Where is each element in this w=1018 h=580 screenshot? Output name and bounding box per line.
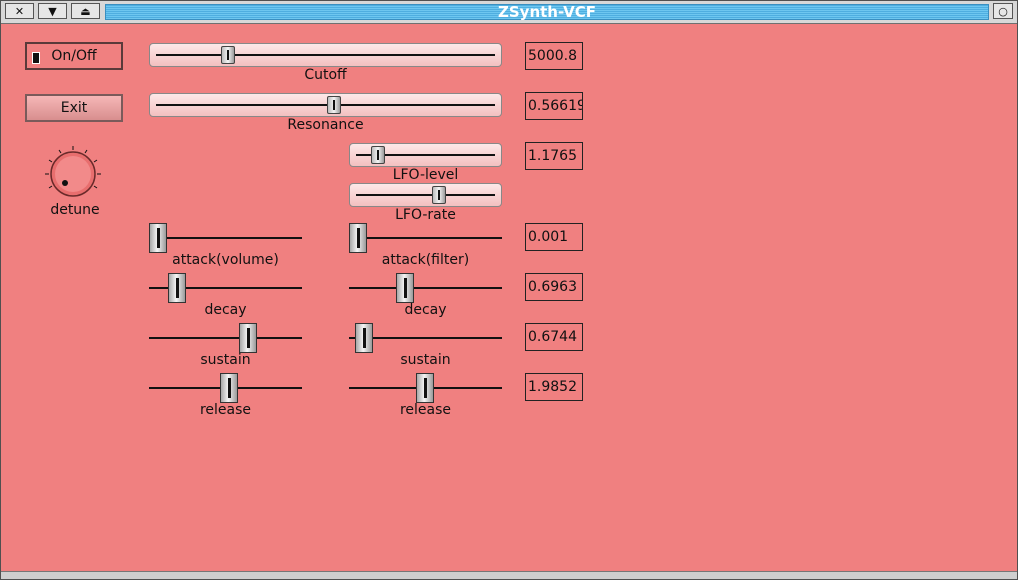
resonance-label: Resonance	[287, 117, 364, 133]
sustain-filter-label: sustain	[400, 352, 451, 368]
sustain-value: 0.6744	[525, 323, 583, 351]
sustain-volume-slider-thumb[interactable]	[239, 323, 257, 353]
window-title: ZSynth-VCF	[498, 3, 596, 21]
cutoff-label: Cutoff	[304, 67, 347, 83]
detune-knob[interactable]	[45, 146, 101, 202]
attack-filter-label: attack(filter)	[381, 252, 470, 268]
cutoff-slider-thumb[interactable]	[221, 46, 235, 64]
sustain-volume-slider[interactable]	[149, 323, 302, 353]
resonance-value: 0.56619	[525, 92, 583, 120]
lfo-level-label: LFO-level	[392, 167, 459, 183]
cutoff-value: 5000.8	[525, 42, 583, 70]
decay-volume-slider-thumb[interactable]	[168, 273, 186, 303]
release-filter-label: release	[399, 402, 452, 418]
lfo-level-value: 1.1765	[525, 142, 583, 170]
title-bar[interactable]: ✕ ▼ ⏏ ZSynth-VCF ○	[1, 1, 1017, 24]
release-value: 1.9852	[525, 373, 583, 401]
power-led-icon	[32, 52, 40, 64]
lfo-level-slider-thumb[interactable]	[371, 146, 385, 164]
decay-value: 0.6963	[525, 273, 583, 301]
decay-volume-slider[interactable]	[149, 273, 302, 303]
attack-volume-label: attack(volume)	[172, 252, 279, 268]
synth-panel: On/Off Exit detune Cutoff 5000.8	[5, 24, 1013, 569]
decay-filter-slider[interactable]	[349, 273, 502, 303]
lfo-rate-slider[interactable]	[349, 183, 502, 207]
sustain-volume-label: sustain	[200, 352, 251, 368]
exit-button[interactable]: Exit	[25, 94, 123, 122]
attack-volume-slider-thumb[interactable]	[149, 223, 167, 253]
attack-value: 0.001	[525, 223, 583, 251]
window-menu-icon[interactable]: ○	[993, 3, 1013, 19]
attack-filter-slider[interactable]	[349, 223, 502, 253]
onoff-label: On/Off	[51, 48, 97, 64]
window-bottom-border[interactable]	[1, 571, 1017, 579]
close-icon[interactable]: ✕	[5, 3, 34, 19]
release-volume-slider[interactable]	[149, 373, 302, 403]
release-filter-slider[interactable]	[349, 373, 502, 403]
cutoff-slider[interactable]	[149, 43, 502, 67]
attack-filter-slider-thumb[interactable]	[349, 223, 367, 253]
release-filter-slider-thumb[interactable]	[416, 373, 434, 403]
title-strip	[105, 4, 989, 20]
decay-filter-slider-thumb[interactable]	[396, 273, 414, 303]
lfo-level-slider[interactable]	[349, 143, 502, 167]
decay-filter-label: decay	[404, 302, 447, 318]
attack-volume-slider[interactable]	[149, 223, 302, 253]
lfo-rate-slider-thumb[interactable]	[432, 186, 446, 204]
detune-label: detune	[50, 202, 100, 218]
minimize-icon[interactable]: ▼	[38, 3, 67, 19]
sustain-filter-slider-thumb[interactable]	[355, 323, 373, 353]
onoff-button[interactable]: On/Off	[25, 42, 123, 70]
resonance-slider-thumb[interactable]	[327, 96, 341, 114]
resonance-slider[interactable]	[149, 93, 502, 117]
exit-label: Exit	[60, 100, 88, 116]
sustain-filter-slider[interactable]	[349, 323, 502, 353]
decay-volume-label: decay	[204, 302, 247, 318]
release-volume-slider-thumb[interactable]	[220, 373, 238, 403]
release-volume-label: release	[199, 402, 252, 418]
maximize-icon[interactable]: ⏏	[71, 3, 100, 19]
lfo-rate-label: LFO-rate	[395, 207, 456, 223]
